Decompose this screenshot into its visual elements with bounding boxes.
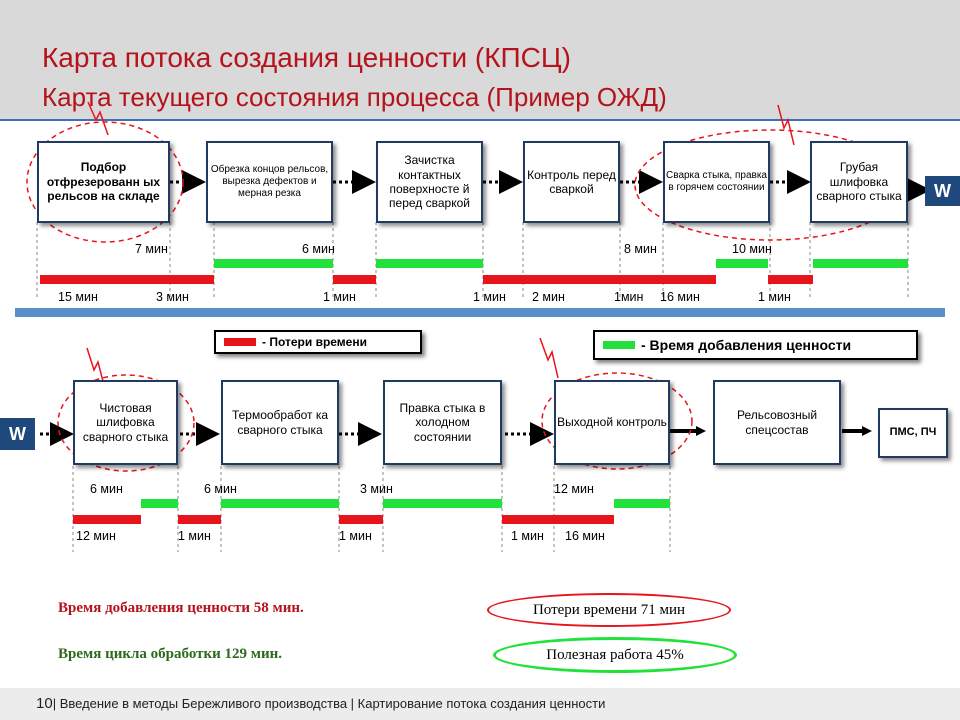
bottom-loss-label-1: 12 мин [76, 529, 116, 543]
top-loss-label-2: 3 мин [156, 290, 189, 304]
process-box-bottom-2: Термообработ ка сварного стыка [221, 380, 339, 465]
top-loss-label-8: 1 мин [758, 290, 791, 304]
cycle-time-summary: Время цикла обработки 129 мин. [58, 646, 283, 662]
top-loss-label-6: 1мин [614, 290, 644, 304]
top-loss-label-1: 15 мин [58, 290, 98, 304]
process-box-top-5: Сварка стыка, правка в горячем состоянии [663, 141, 770, 223]
process-box-bottom-5: Рельсовозный спецсостав [713, 380, 841, 465]
process-box-bottom-3: Правка стыка в холодном состоянии [383, 380, 502, 465]
top-value-label-2: 6 мин [302, 242, 335, 256]
bottom-timeline-bars [73, 499, 670, 524]
top-value-label-4: 10 мин [732, 242, 772, 256]
legend-loss-swatch [224, 338, 256, 346]
page-title: Карта потока создания ценности (КПСЦ) [42, 42, 571, 73]
row-divider [15, 308, 945, 317]
legend-value-label: - Время добавления ценности [641, 337, 852, 353]
process-box-top-1: Подбор отфрезерованн ых рельсов на склад… [37, 141, 170, 223]
footer: 10| Введение в методы Бережливого произв… [36, 695, 605, 712]
top-value-label-3: 8 мин [624, 242, 657, 256]
top-loss-label-3: 1 мин [323, 290, 356, 304]
process-box-bottom-6: ПМС, ПЧ [878, 408, 948, 458]
legend-value-swatch [603, 341, 635, 349]
process-box-top-6: Грубая шлифовка сварного стыка [810, 141, 908, 223]
lightning-icons [86, 101, 795, 386]
bottom-value-label-3: 3 мин [360, 482, 393, 496]
header-divider [0, 119, 960, 121]
w-marker-bottom: W [0, 418, 35, 450]
top-flow-arrows [170, 170, 931, 202]
legend-loss-label: - Потери времени [262, 335, 367, 349]
top-loss-label-4: 1 мин [473, 290, 506, 304]
bottom-time-guides [72, 466, 671, 552]
header-band [0, 0, 960, 120]
useful-work-oval: Полезная работа 45% [493, 637, 737, 673]
bottom-value-label-4: 12 мин [554, 482, 594, 496]
bottom-value-label-1: 6 мин [90, 482, 123, 496]
process-box-bottom-1: Чистовая шлифовка сварного стыка [73, 380, 178, 465]
process-box-top-2: Обрезка концов рельсов, вырезка дефектов… [206, 141, 333, 223]
process-box-top-4: Контроль перед сваркой [523, 141, 620, 223]
value-added-summary: Время добавления ценности 58 мин. [58, 600, 304, 616]
process-box-top-3: Зачистка контактных поверхносте й перед … [376, 141, 483, 223]
bottom-loss-label-4: 1 мин [511, 529, 544, 543]
page-subtitle: Карта текущего состояния процесса (Приме… [42, 82, 667, 112]
top-loss-label-5: 2 мин [532, 290, 565, 304]
bottom-loss-label-2: 1 мин [178, 529, 211, 543]
footer-band [0, 688, 960, 720]
top-timeline-bars [40, 259, 908, 284]
top-value-label-1: 7 мин [135, 242, 168, 256]
footer-separator: | [52, 696, 60, 711]
bottom-value-label-2: 6 мин [204, 482, 237, 496]
footer-caption: Введение в методы Бережливого производст… [59, 696, 606, 711]
bottom-loss-label-3: 1 мин [339, 529, 372, 543]
losses-oval: Потери времени 71 мин [487, 593, 731, 627]
bottom-loss-label-5: 16 мин [565, 529, 605, 543]
w-marker-top: W [925, 176, 960, 206]
legend-value: - Время добавления ценности [593, 330, 918, 360]
page-number: 10 [36, 695, 53, 712]
process-box-bottom-4: Выходной контроль [554, 380, 670, 465]
top-loss-label-7: 16 мин [660, 290, 700, 304]
legend-loss: - Потери времени [214, 330, 422, 354]
